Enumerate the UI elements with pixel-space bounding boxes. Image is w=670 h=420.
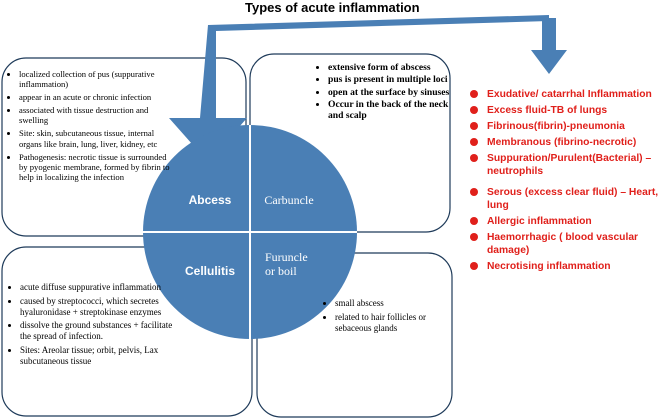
abscess-item: Pathogenesis: necrotic tissue is surroun… (19, 152, 174, 182)
types-list-item: Allergic inflammation (470, 215, 670, 228)
types-list: Exudative/ catarrhal Inflammation Excess… (470, 88, 670, 276)
bullet-dot-icon (470, 138, 478, 146)
abscess-item: localized collection of pus (suppurative… (19, 69, 174, 89)
cellulitis-item: caused by streptococci, which secretes h… (20, 296, 185, 318)
types-list-item: Excess fluid-TB of lungs (470, 104, 670, 117)
types-list-item: Serous (excess clear fluid) – Heart, lun… (470, 186, 670, 212)
quadrant-abscess-label: Abcess (188, 193, 232, 207)
abscess-box: localized collection of pus (suppurative… (6, 69, 174, 185)
quadrant-carbuncle-label: Carbuncle (264, 193, 314, 207)
types-list-item: Necrotising inflammation (470, 260, 670, 273)
bullet-dot-icon (470, 233, 478, 241)
abscess-item: associated with tissue destruction and s… (19, 105, 174, 125)
cellulitis-item: dissolve the ground substances + facilit… (20, 320, 185, 342)
bullet-dot-icon (470, 217, 478, 225)
furuncle-item: related to hair follicles or sebaceous g… (335, 312, 450, 334)
types-list-item: Haemorrhagic ( blood vascular damage) (470, 231, 670, 257)
cellulitis-item: Sites: Areolar tissue; orbit, pelvis, La… (20, 345, 185, 367)
abscess-item: appear in an acute or chronic infection (19, 92, 174, 102)
carbuncle-item: open at the surface by sinuses (328, 87, 450, 98)
types-list-item: Fibrinous(fibrin)-pneumonia (470, 120, 670, 133)
types-list-item: Suppuration/Purulent(Bacterial) – neutro… (470, 152, 670, 178)
furuncle-box: small abscess related to hair follicles … (322, 298, 450, 336)
bullet-dot-icon (470, 262, 478, 270)
carbuncle-item: Occur in the back of the neck and scalp (328, 99, 450, 122)
bullet-dot-icon (470, 188, 478, 196)
furuncle-item: small abscess (335, 298, 450, 309)
cellulitis-box: acute diffuse suppurative inflammation c… (7, 282, 185, 370)
cellulitis-item: acute diffuse suppurative inflammation (20, 282, 185, 293)
carbuncle-box: extensive form of abscess pus is present… (315, 62, 450, 122)
bullet-dot-icon (470, 154, 478, 162)
types-list-item: Exudative/ catarrhal Inflammation (470, 88, 670, 101)
abscess-item: Site: skin, subcutaneous tissue, interna… (19, 128, 174, 148)
bullet-dot-icon (470, 122, 478, 130)
arrow-to-types-list (531, 18, 567, 74)
bullet-dot-icon (470, 90, 478, 98)
types-list-item: Membranous (fibrino-necrotic) (470, 136, 670, 149)
diagram-title: Types of acute inflammation (245, 0, 420, 15)
quadrant-furuncle-label: Furuncle or boil (265, 250, 308, 278)
bullet-dot-icon (470, 106, 478, 114)
quadrant-cellulitis-label: Cellulitis (184, 264, 235, 278)
carbuncle-item: pus is present in multiple loci (328, 74, 450, 85)
carbuncle-item: extensive form of abscess (328, 62, 450, 73)
